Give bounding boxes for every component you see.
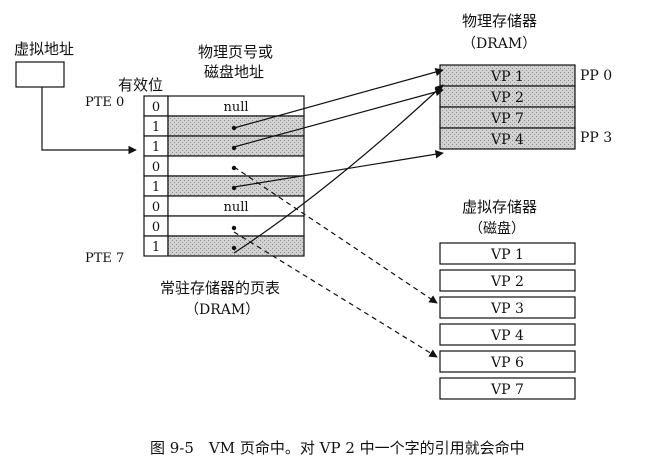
figure-caption: 图 9-5 VM 页命中。对 VP 2 中一个字的引用就会命中 (150, 439, 525, 457)
disk-page-cell (439, 296, 576, 319)
disk-page-label: VP 4 (490, 328, 524, 344)
pp0-label: PP 0 (580, 68, 612, 84)
pte-valid-bit: 0 (152, 160, 160, 175)
disk-page-cell (439, 377, 576, 400)
pte-valid-bit: 0 (152, 200, 160, 215)
pte-row-5: 0 null (143, 195, 305, 217)
virtual-memory-disk: VP 1 VP 2 VP 3 VP 4 VP 6 VP 7 (439, 242, 576, 400)
virtual-address-arrow (41, 87, 137, 155)
disk-page-label: VP 3 (490, 301, 524, 317)
pte-row-1: 1 (143, 115, 305, 137)
page-table-caption-line1: 常驻存储器的页表 (160, 279, 280, 297)
virtual-address-box (15, 61, 65, 88)
disk-page-cell (439, 323, 576, 346)
valid-bit-header: 有效位 (118, 76, 163, 94)
disk-page-cell (439, 242, 576, 265)
virtual-memory-subtitle: （磁盘） (469, 220, 525, 237)
pte7-label: PTE 7 (85, 251, 124, 266)
ppn-header-line1: 物理页号或 (198, 43, 273, 61)
disk-page-cell (439, 350, 576, 373)
pte-row-0: 0 null (143, 95, 305, 117)
pte-pointer-dot (231, 225, 237, 231)
page-table-caption-line2: （DRAM） (185, 302, 259, 318)
pte-row-3: 0 (143, 155, 305, 177)
pte-valid-bit: 0 (152, 100, 160, 115)
disk-page-label: VP 1 (490, 247, 524, 263)
pte-pointer-dot (231, 165, 237, 171)
disk-page-label: VP 2 (490, 274, 524, 290)
physical-page-cell (439, 127, 576, 150)
mapping-arrow-pte1 (233, 67, 444, 129)
physical-page-label: VP 4 (490, 132, 524, 148)
pte-valid-bit: 1 (152, 180, 160, 195)
physical-memory-subtitle: （DRAM） (462, 36, 536, 52)
pte-pointer-dot (231, 245, 237, 251)
mapping-arrow-pte4 (233, 150, 444, 188)
physical-page-label: VP 1 (490, 69, 524, 85)
disk-page-cell (439, 269, 576, 292)
disk-page-label: VP 6 (490, 355, 524, 371)
disk-page-label: VP 7 (490, 382, 524, 398)
pte-row-2: 1 (143, 135, 305, 157)
mapping-arrow-pte2 (233, 87, 444, 148)
disk-arrow-pte3 (233, 166, 438, 304)
pte-row-6: 0 (143, 215, 305, 237)
pte-valid-bit: 1 (152, 240, 160, 255)
physical-page-label: VP 2 (490, 90, 524, 106)
pte-valid-bit: 1 (152, 120, 160, 135)
mapping-arrows (233, 67, 444, 358)
page-table: 0 null 1 1 0 1 0 null 0 1 (143, 95, 305, 257)
disk-arrow-pte6 (233, 231, 438, 358)
ppn-header-line2: 磁盘地址 (204, 63, 264, 81)
pp3-label: PP 3 (580, 130, 612, 146)
virtual-memory-title: 虚拟存储器 (462, 198, 537, 216)
virtual-address-label: 虚拟地址 (14, 40, 74, 58)
pte-null-text: null (223, 100, 248, 115)
pte0-label: PTE 0 (85, 95, 124, 110)
pte-content-cell (167, 235, 305, 257)
physical-page-label: VP 7 (490, 111, 524, 127)
pte-valid-bit: 1 (152, 140, 160, 155)
pte-valid-bit: 0 (152, 220, 160, 235)
pte-null-text: null (223, 200, 248, 215)
physical-memory-title: 物理存储器 (462, 12, 537, 30)
pte-content-cell (167, 155, 305, 177)
mapping-arrow-pte7 (233, 84, 444, 254)
physical-memory: VP 1 VP 2 VP 7 VP 4 (439, 64, 576, 150)
pte-row-7: 1 (143, 235, 305, 257)
